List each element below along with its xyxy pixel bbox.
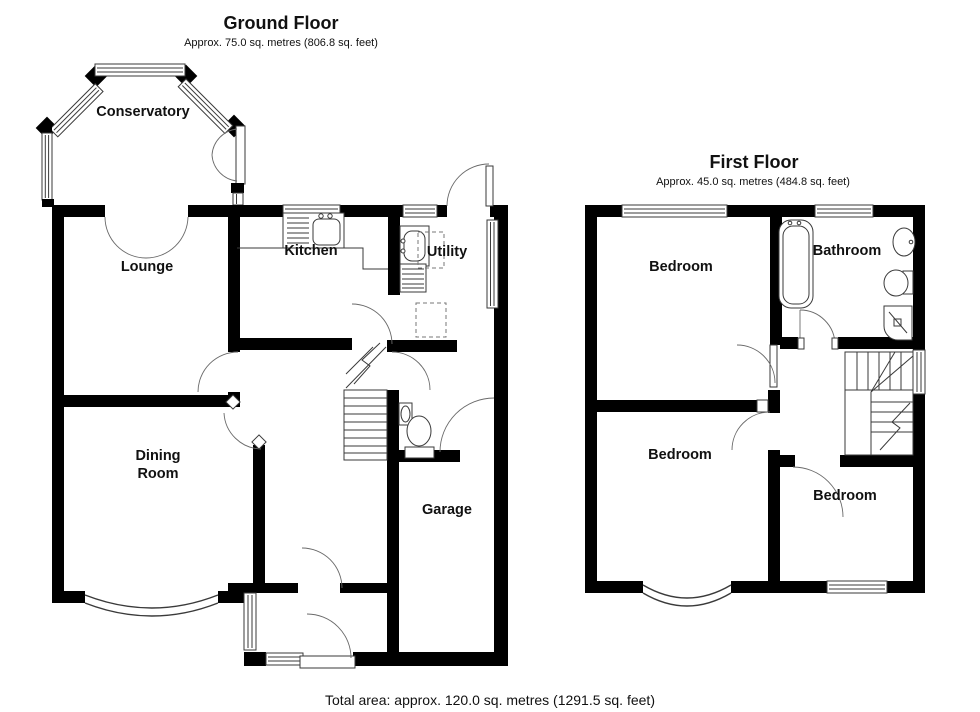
utility-sink bbox=[399, 225, 430, 293]
total-area-caption: Total area: approx. 120.0 sq. metres (12… bbox=[325, 692, 655, 708]
conservatory-bay: Conservatory bbox=[35, 63, 246, 207]
front-door bbox=[306, 613, 352, 659]
first-floor-doors bbox=[731, 309, 844, 518]
garage-door bbox=[439, 397, 495, 453]
bedroom-rear-door bbox=[731, 411, 771, 451]
bedroom-small-window bbox=[826, 580, 888, 594]
first-floor-title: First Floor bbox=[710, 152, 799, 172]
room-label-bedroom-small: Bedroom bbox=[813, 488, 877, 504]
first-floor-plan: First Floor Approx. 45.0 sq. metres (484… bbox=[585, 152, 926, 607]
conservatory-top-window bbox=[94, 63, 186, 77]
lounge-conservatory-door-left bbox=[104, 216, 147, 259]
bath-tub bbox=[778, 219, 814, 309]
bedroom-rear-bay-window bbox=[642, 584, 732, 607]
room-label-bathroom: Bathroom bbox=[813, 243, 881, 259]
bedroom-front-door bbox=[736, 344, 776, 384]
utility-window bbox=[402, 204, 438, 218]
ground-floor-stairs bbox=[343, 342, 388, 461]
ground-floor-title: Ground Floor bbox=[224, 13, 339, 33]
lounge-conservatory-door-right bbox=[145, 216, 189, 259]
lounge-door bbox=[197, 351, 239, 393]
appliance-space-2 bbox=[415, 302, 447, 338]
back-door-leaf bbox=[485, 165, 494, 207]
first-floor-walls bbox=[585, 205, 925, 593]
room-label-lounge: Lounge bbox=[121, 259, 173, 275]
bathroom-door bbox=[799, 309, 836, 346]
ground-floor-doors bbox=[104, 163, 495, 669]
bedroom-front-door-leaf bbox=[769, 344, 778, 388]
dining-room-door bbox=[223, 412, 262, 450]
room-label-utility: Utility bbox=[427, 244, 467, 260]
conservatory-right-diagonal-window bbox=[177, 78, 234, 135]
conservatory-left-window bbox=[41, 125, 54, 207]
ground-floor-plan: Ground Floor Approx. 75.0 sq. metres (80… bbox=[35, 13, 508, 669]
landing-side-window bbox=[912, 349, 926, 395]
toilet bbox=[883, 269, 914, 297]
hall-porch-door bbox=[301, 547, 343, 589]
dining-bay-window bbox=[84, 594, 219, 617]
ground-floor-subtitle: Approx. 75.0 sq. metres (806.8 sq. feet) bbox=[184, 37, 378, 49]
room-label-bedroom-rear: Bedroom bbox=[648, 447, 712, 463]
first-floor-windows bbox=[621, 204, 926, 607]
porch-front-window bbox=[265, 652, 304, 666]
kitchen-counter bbox=[237, 247, 388, 270]
bathroom-suite bbox=[778, 219, 916, 341]
bedroom-small-door bbox=[792, 466, 844, 518]
room-label-kitchen: Kitchen bbox=[284, 243, 337, 259]
wc-door bbox=[391, 351, 431, 391]
room-label-garage: Garage bbox=[422, 502, 472, 518]
room-label-bedroom-front: Bedroom bbox=[649, 259, 713, 275]
room-label-dining-2: Room bbox=[137, 466, 178, 482]
conservatory-french-doors bbox=[211, 125, 246, 206]
front-door-threshold bbox=[299, 655, 356, 669]
conservatory-left-diagonal-window bbox=[49, 83, 104, 138]
kitchen-sink bbox=[282, 212, 345, 249]
room-label-dining-1: Dining bbox=[135, 448, 180, 464]
shower bbox=[883, 305, 913, 341]
ground-floor-walls bbox=[52, 205, 508, 666]
porch-side-window bbox=[243, 586, 257, 651]
appliance-space-1 bbox=[417, 231, 445, 269]
room-label-conservatory: Conservatory bbox=[96, 104, 189, 120]
bathroom-window bbox=[814, 204, 874, 218]
kitchen-door bbox=[351, 303, 393, 345]
wc-suite bbox=[398, 402, 435, 459]
utility-side-window bbox=[486, 219, 499, 309]
basin bbox=[892, 227, 916, 257]
first-floor-subtitle: Approx. 45.0 sq. metres (484.8 sq. feet) bbox=[656, 176, 850, 188]
bedroom-front-window bbox=[621, 204, 728, 218]
first-floor-stairs bbox=[844, 351, 914, 456]
back-door bbox=[446, 163, 490, 207]
